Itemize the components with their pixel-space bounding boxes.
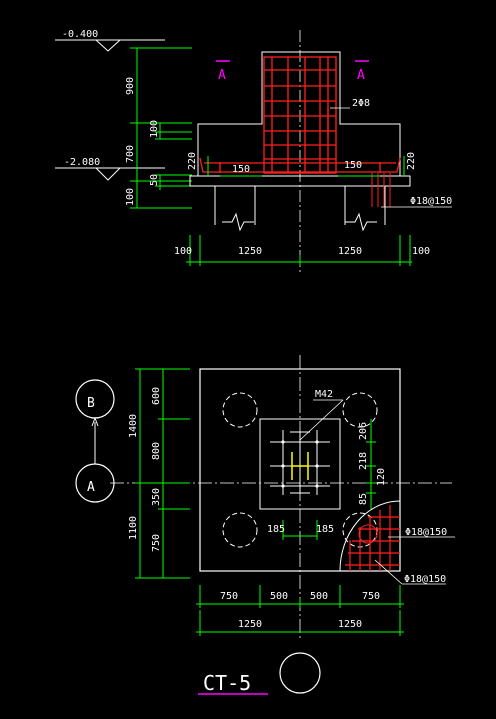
axis-bubble-a bbox=[75, 463, 115, 503]
column-rebar-cage bbox=[199, 56, 401, 174]
side-dim-right: 220 bbox=[406, 152, 417, 170]
plan-bottom-dim-750b: 750 bbox=[362, 591, 380, 602]
side-dim-ticks bbox=[207, 156, 405, 176]
cut-mark-left: A bbox=[218, 68, 226, 83]
bottom-dim-1250b: 1250 bbox=[338, 246, 362, 257]
bottom-dim-100a: 100 bbox=[174, 246, 192, 257]
bottom-dim-1250a: 1250 bbox=[238, 246, 262, 257]
section-view: -0.400 -2.080 900 100 700 100 50 bbox=[55, 29, 452, 272]
dim-50: 50 bbox=[149, 174, 160, 186]
plan-bottom-dim-1250b: 1250 bbox=[338, 619, 362, 630]
plan-dim-1400: 1400 bbox=[128, 414, 139, 438]
plan-bottom-dim-1250a: 1250 bbox=[238, 619, 262, 630]
side-dim-left: 220 bbox=[187, 152, 198, 170]
axis-arrow bbox=[91, 416, 99, 464]
plan-view: B A bbox=[75, 355, 455, 640]
bolt-leader bbox=[299, 399, 344, 441]
bolt-dim-horizontal bbox=[282, 520, 318, 540]
corner-rebar-detail bbox=[339, 500, 401, 572]
plan-rebar-label-2: Φ18@150 bbox=[404, 574, 446, 585]
plan-dim-600: 600 bbox=[151, 387, 162, 405]
drawing-title-block: CT-5 bbox=[198, 652, 321, 695]
plan-bottom-dimension-2 bbox=[196, 610, 404, 636]
bolt-dim-218: 218 bbox=[358, 452, 369, 470]
bolt-dots bbox=[281, 440, 319, 488]
section-rebar-label: Φ18@150 bbox=[410, 196, 452, 207]
level-top-label: -0.400 bbox=[62, 29, 98, 40]
offset-left: 150 bbox=[232, 164, 250, 175]
stirrup-label: 2Φ8 bbox=[352, 98, 370, 109]
plan-bottom-dim-500a: 500 bbox=[270, 591, 288, 602]
dim-100b: 100 bbox=[125, 188, 136, 206]
bolt-dim-120: 120 bbox=[376, 468, 387, 486]
plan-rebar-label-1: Φ18@150 bbox=[405, 527, 447, 538]
axis-label-b: B bbox=[87, 396, 95, 411]
pile-cap-outline bbox=[189, 51, 411, 232]
axis-bubble-b bbox=[75, 379, 115, 419]
rebar-leaders bbox=[374, 536, 455, 585]
h-column-section bbox=[291, 452, 309, 480]
dim-700: 700 bbox=[125, 145, 136, 163]
plan-bottom-dim-500b: 500 bbox=[310, 591, 328, 602]
plan-bottom-dim-750a: 750 bbox=[220, 591, 238, 602]
bolt-dim-85: 85 bbox=[358, 493, 369, 505]
column-block bbox=[259, 418, 341, 510]
level-bottom-label: -2.080 bbox=[64, 157, 100, 168]
section-vertical-dimension bbox=[130, 47, 192, 209]
bolt-dim-185b: 185 bbox=[316, 524, 334, 535]
title-circle bbox=[279, 652, 321, 694]
plan-dim-800: 800 bbox=[151, 442, 162, 460]
bolt-dim-185a: 185 bbox=[267, 524, 285, 535]
plan-bottom-dimension-1 bbox=[196, 585, 404, 608]
plan-left-dimension bbox=[135, 368, 190, 579]
axis-label-a: A bbox=[87, 480, 95, 495]
drawing-title: CT-5 bbox=[203, 671, 251, 695]
offset-right: 150 bbox=[344, 160, 362, 171]
bolt-label: M42 bbox=[315, 389, 333, 400]
level-marker-bottom bbox=[55, 167, 165, 181]
plan-dim-350: 350 bbox=[151, 488, 162, 506]
dim-100a: 100 bbox=[149, 120, 160, 138]
dim-900: 900 bbox=[125, 77, 136, 95]
section-bottom-dimension bbox=[186, 235, 412, 266]
level-marker-top bbox=[55, 39, 165, 52]
bolt-dim-206: 206 bbox=[358, 422, 369, 440]
bottom-dim-100b: 100 bbox=[412, 246, 430, 257]
cut-mark-right: A bbox=[357, 68, 365, 83]
rebar-detail-right bbox=[371, 173, 391, 207]
plan-dim-750: 750 bbox=[151, 534, 162, 552]
bolt-dim-right bbox=[366, 419, 376, 509]
plan-dim-1100: 1100 bbox=[128, 516, 139, 540]
